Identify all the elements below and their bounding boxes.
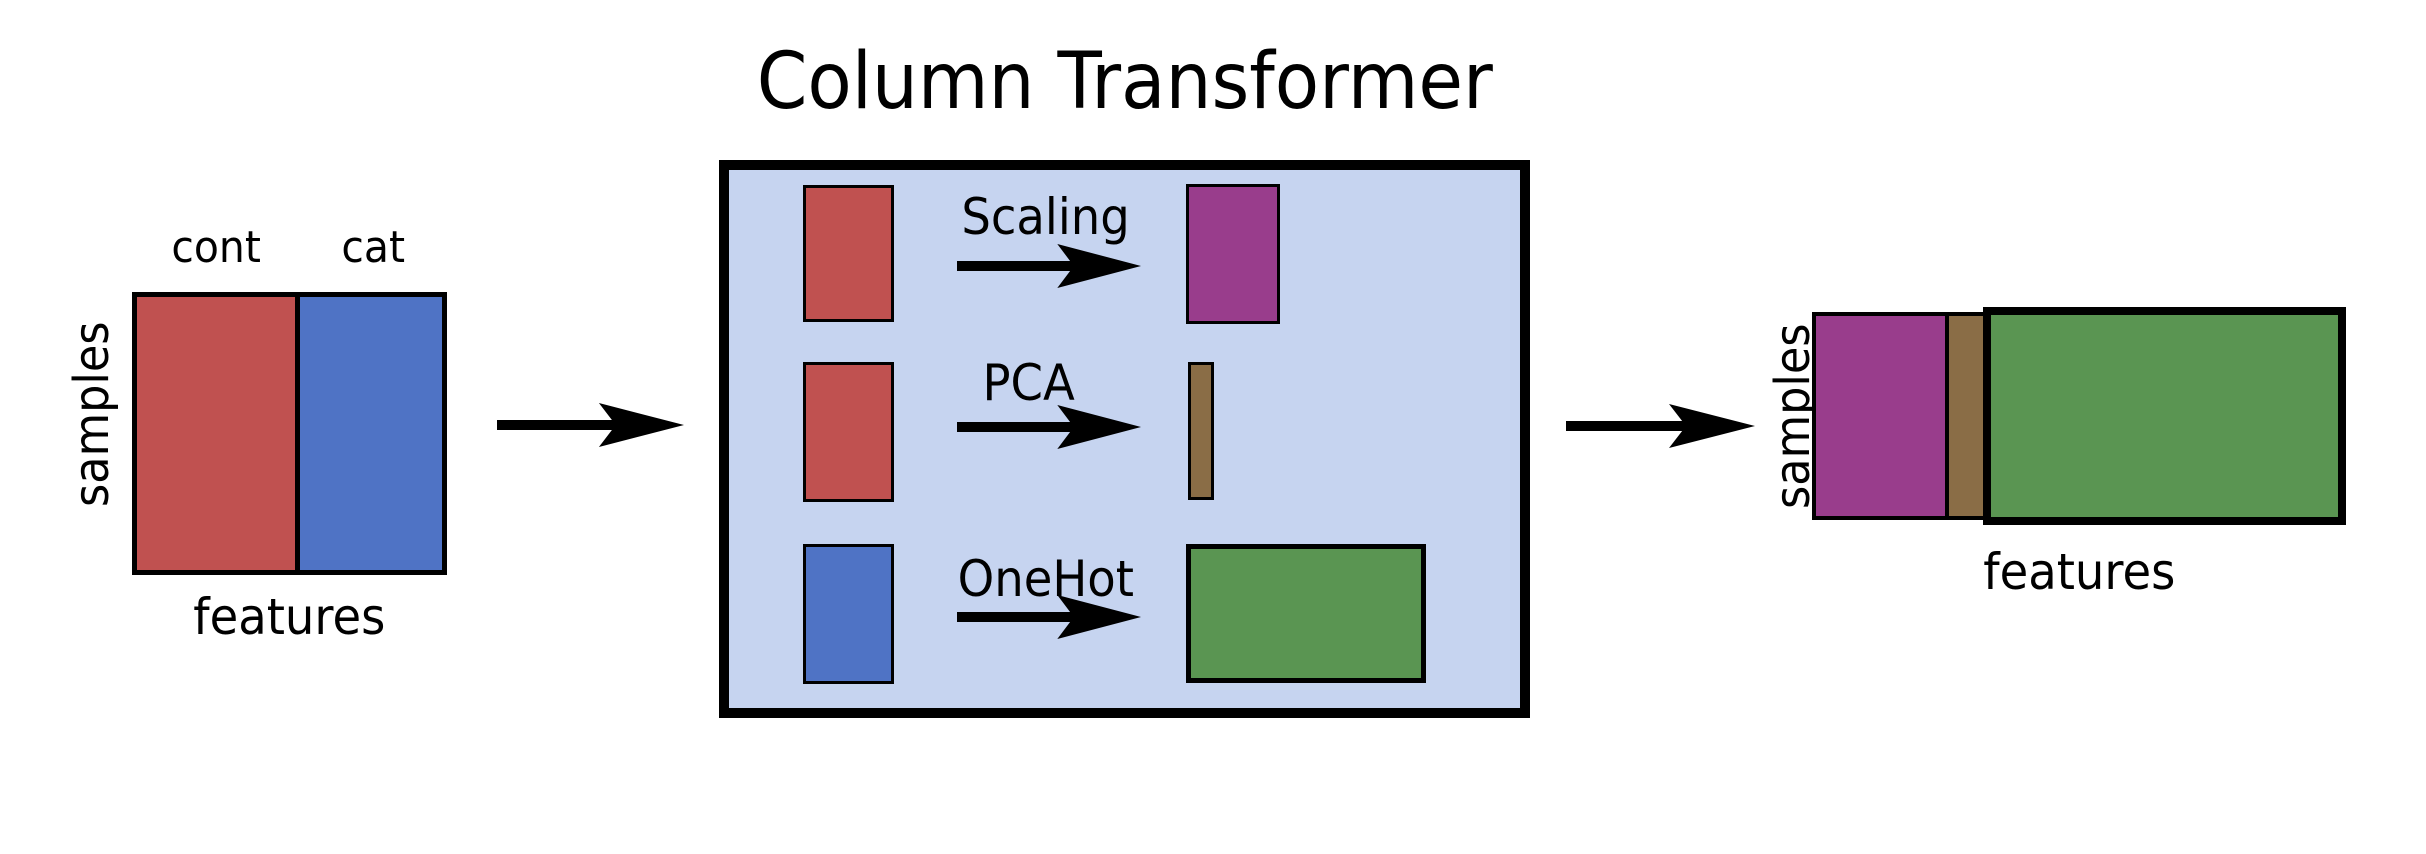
onehot-label-text: OneHot bbox=[957, 550, 1134, 608]
diagram-title-text: Column Transformer bbox=[756, 37, 1493, 127]
transformer-to-output-arrow-icon bbox=[1566, 404, 1755, 448]
input-to-transformer-arrow-icon bbox=[497, 403, 685, 447]
onehot-input-block bbox=[803, 544, 894, 684]
scaling-input-block bbox=[803, 185, 894, 322]
output-features-axis-text: features bbox=[1982, 543, 2176, 601]
input-samples-axis-text: samples bbox=[64, 321, 120, 507]
input-matrix-cat-column bbox=[300, 297, 442, 570]
output-matrix bbox=[1812, 307, 2346, 525]
output-matrix-scaled-column bbox=[1812, 312, 1949, 520]
scaling-label-text: Scaling bbox=[961, 188, 1130, 246]
onehot-arrow-icon bbox=[957, 595, 1142, 639]
scaling-label: Scaling bbox=[950, 192, 1141, 242]
diagram-title: Column Transformer bbox=[719, 37, 1530, 127]
input-samples-axis-label: samples bbox=[64, 264, 120, 564]
scaling-arrow-icon bbox=[957, 244, 1142, 288]
output-matrix-onehot-column bbox=[1983, 307, 2346, 525]
input-features-axis-text: features bbox=[193, 588, 386, 646]
scaling-output-block bbox=[1186, 184, 1280, 324]
output-matrix-pca-column bbox=[1945, 312, 1987, 520]
input-col-label-cont: cont bbox=[132, 226, 300, 270]
pca-label: PCA bbox=[979, 358, 1078, 408]
onehot-output-block bbox=[1186, 544, 1426, 683]
onehot-label: OneHot bbox=[950, 554, 1141, 604]
pca-label-text: PCA bbox=[982, 354, 1075, 412]
output-features-axis-label: features bbox=[1812, 547, 2346, 597]
input-col-label-cont-text: cont bbox=[171, 222, 261, 273]
input-matrix-cont-column bbox=[137, 297, 300, 570]
pca-output-block bbox=[1188, 362, 1214, 500]
pca-arrow-icon bbox=[957, 405, 1142, 449]
input-col-label-cat: cat bbox=[300, 226, 447, 270]
input-features-axis-label: features bbox=[132, 592, 447, 642]
pca-input-block bbox=[803, 362, 894, 502]
column-transformer-box: Scaling PCA OneHot bbox=[719, 160, 1530, 718]
input-col-label-cat-text: cat bbox=[341, 222, 406, 273]
input-matrix bbox=[132, 292, 447, 575]
